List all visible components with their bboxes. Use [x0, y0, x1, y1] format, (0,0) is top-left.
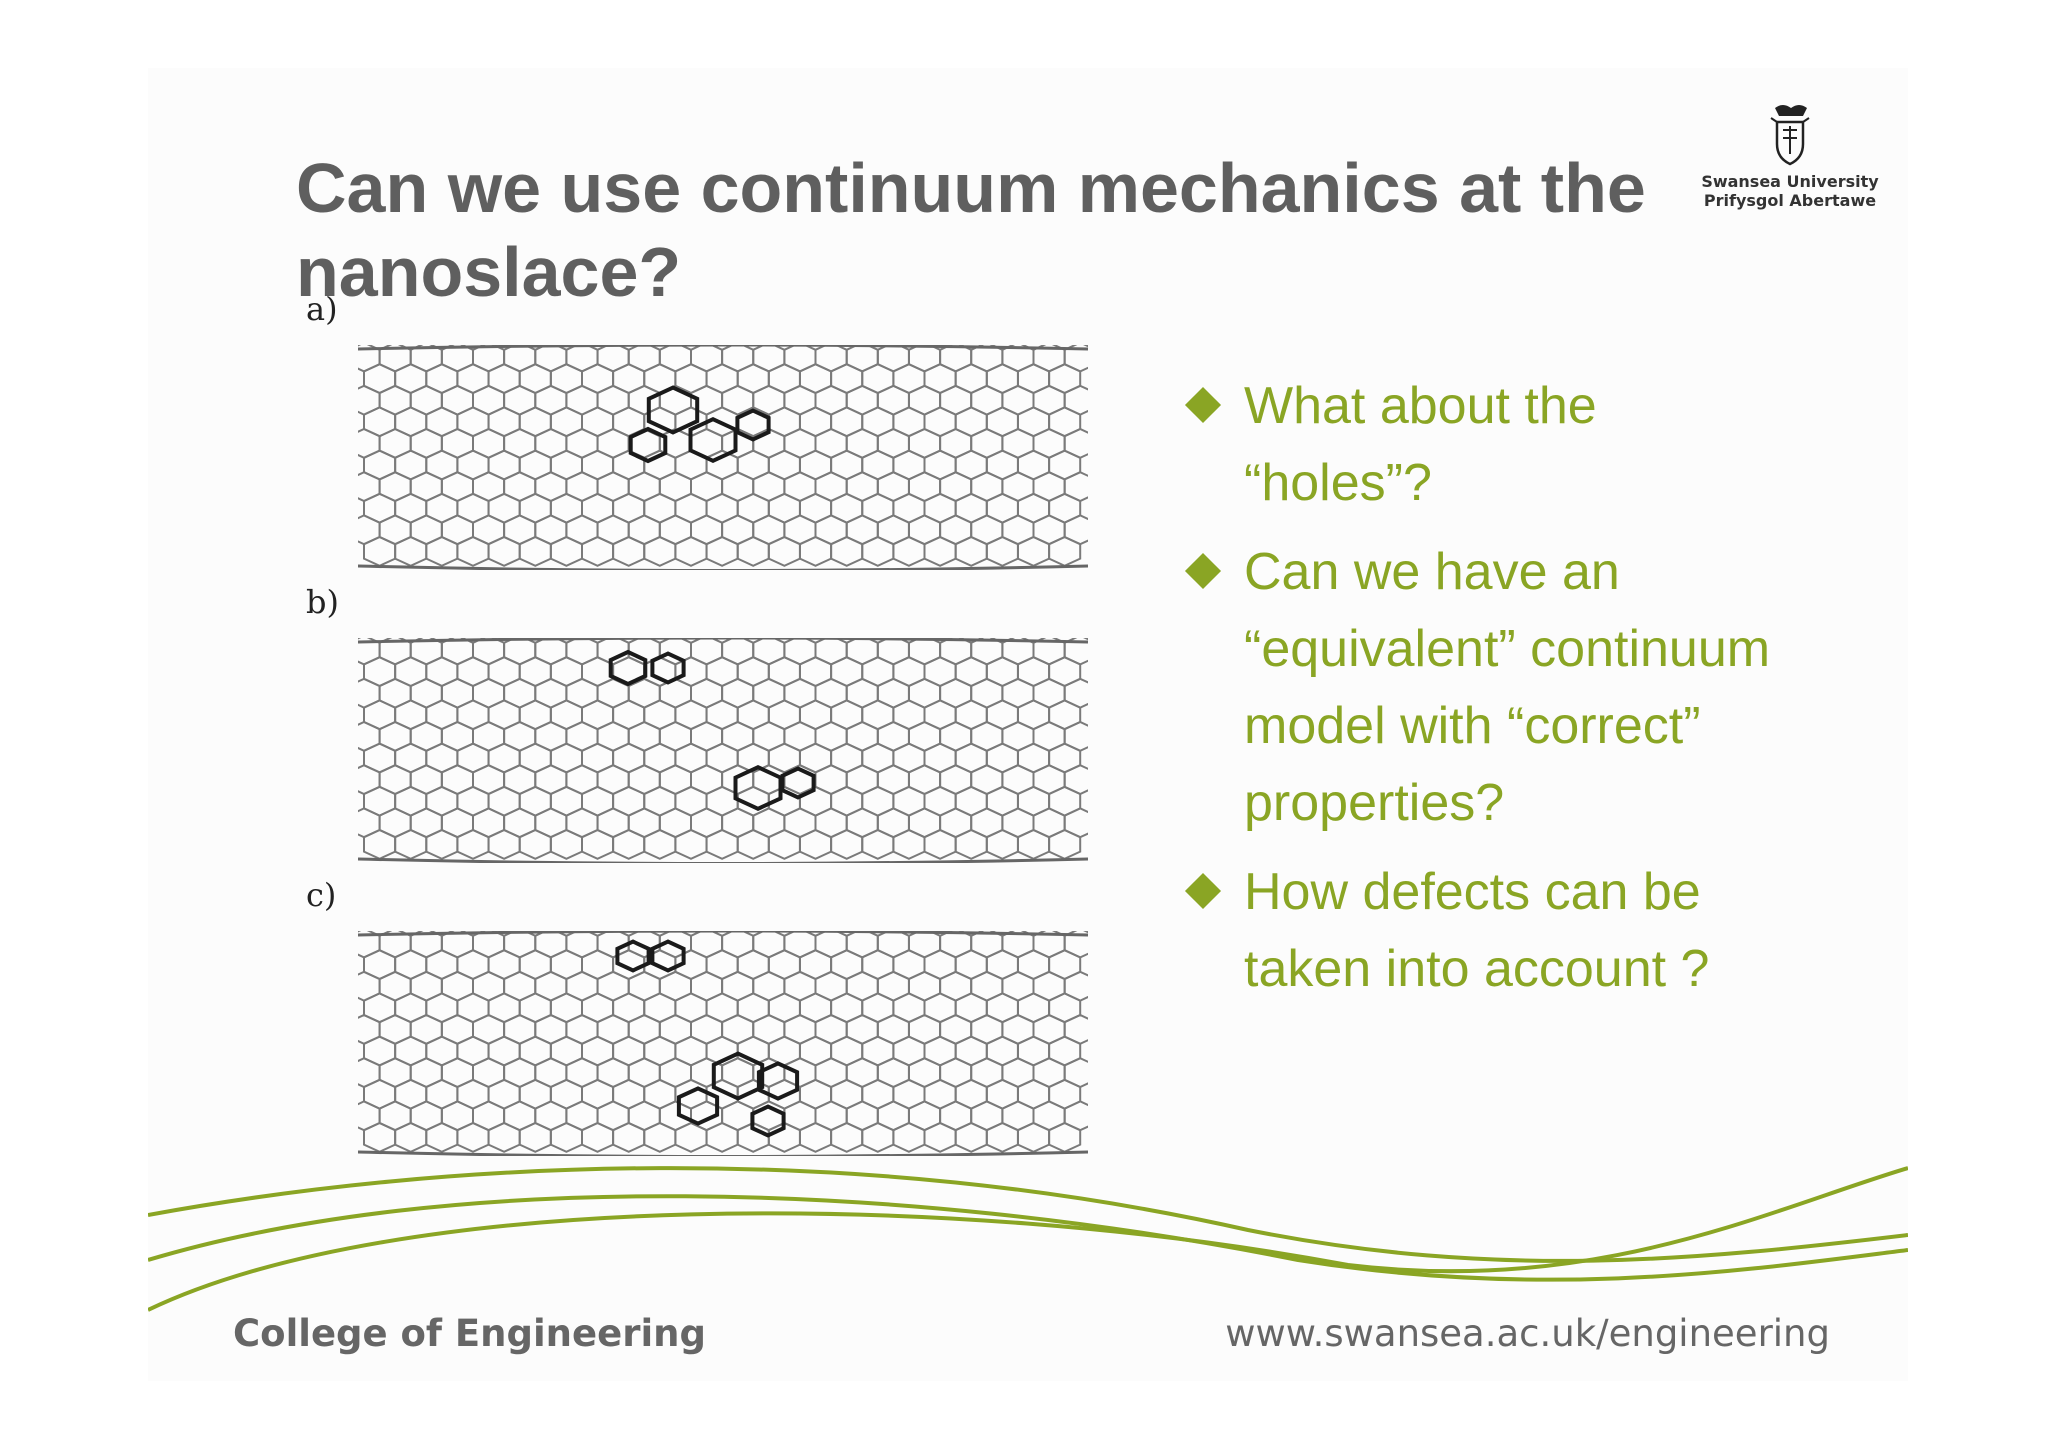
- bullet-line: properties?: [1244, 774, 1505, 832]
- nanotube-image-c: [358, 931, 1088, 1156]
- diamond-bullet-icon: [1184, 872, 1222, 910]
- slide-background: [148, 68, 1908, 1381]
- bullet-item: What about the “holes”?: [1178, 368, 1818, 522]
- bullet-list: What about the “holes”? Can we have an “…: [1178, 368, 1818, 1020]
- bullet-line: What about the: [1244, 377, 1597, 435]
- slide-title: Can we use continuum mechanics at the na…: [296, 149, 1646, 311]
- bullet-line: model with “correct”: [1244, 697, 1701, 755]
- bullet-line: taken into account ?: [1244, 940, 1710, 998]
- bullet-line: “holes”?: [1244, 454, 1432, 512]
- decorative-waves: [148, 1166, 1908, 1312]
- bullet-item: Can we have an “equivalent” continuum mo…: [1178, 534, 1818, 842]
- nanotube-image-b: [358, 638, 1088, 863]
- diamond-bullet-icon: [1184, 552, 1222, 590]
- bullet-line: How defects can be: [1244, 863, 1701, 921]
- figure-label-a: a): [306, 290, 338, 328]
- university-logo: Swansea University Prifysgol Abertawe: [1690, 100, 1890, 210]
- logo-line-2: Prifysgol Abertawe: [1703, 191, 1877, 210]
- logo-line-1: Swansea University: [1701, 172, 1879, 191]
- nanotube-image-a: [358, 345, 1088, 570]
- crest-icon: [1770, 105, 1810, 166]
- footer-college: College of Engineering: [233, 1312, 706, 1355]
- bullet-line: “equivalent” continuum: [1244, 620, 1771, 678]
- diamond-bullet-icon: [1184, 386, 1222, 424]
- figure-label-b: b): [306, 583, 339, 621]
- figure-label-c: c): [306, 876, 337, 914]
- bullet-line: Can we have an: [1244, 543, 1620, 601]
- bullet-item: How defects can be taken into account ?: [1178, 854, 1818, 1008]
- footer-url[interactable]: www.swansea.ac.uk/engineering: [1225, 1312, 1830, 1355]
